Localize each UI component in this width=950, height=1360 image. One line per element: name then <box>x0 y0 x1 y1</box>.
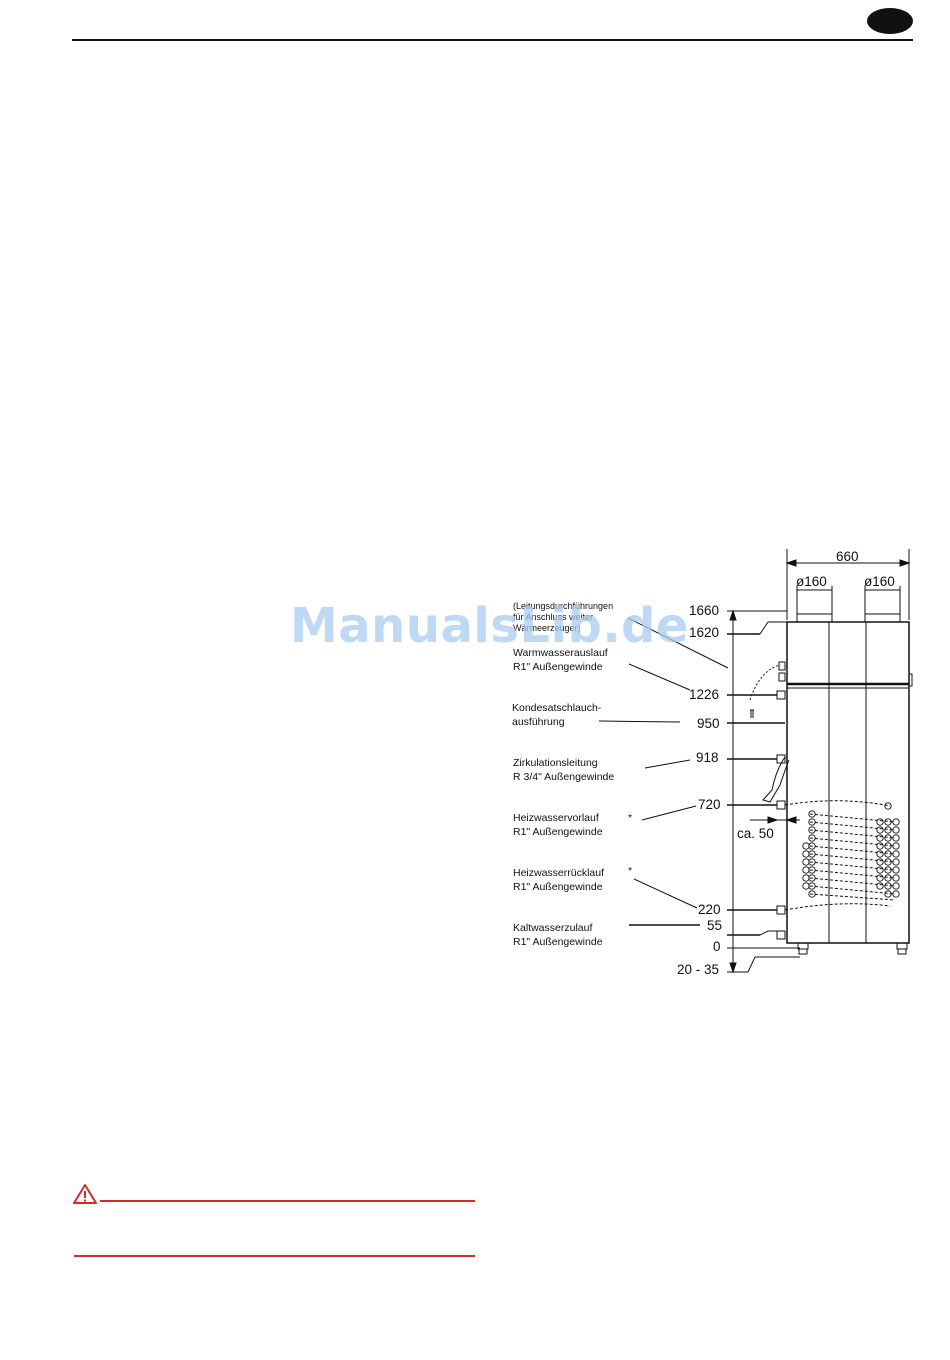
label-heizruecklauf-2: R1" Außengewinde <box>513 881 603 893</box>
label-kaltwasser-2: R1" Außengewinde <box>513 936 603 948</box>
dim-ca50: ca. 50 <box>737 826 774 841</box>
label-kondesat-2: ausführung <box>512 716 565 728</box>
page-tab-marker <box>867 8 913 34</box>
label-leitung-1: (Leitungsdurchführungen <box>513 601 613 611</box>
watermark: ManualsLib.de <box>290 598 689 654</box>
label-heizvorlauf-asterisk: * <box>628 812 632 824</box>
label-heizvorlauf-1: Heizwasservorlauf <box>513 812 599 824</box>
label-zirkulation-1: Zirkulationsleitung <box>513 757 598 769</box>
dim-720: 720 <box>698 797 721 812</box>
dim-0: 0 <box>713 939 721 954</box>
label-kaltwasser-1: Kaltwasserzulauf <box>513 922 592 934</box>
label-warmwasser-2: R1" Außengewinde <box>513 661 603 673</box>
left-vent-outline <box>796 613 833 623</box>
dim-feet: 20 - 35 <box>677 962 719 977</box>
dim-diameter-left: ø160 <box>796 574 827 589</box>
warning-rule-top <box>100 1200 475 1202</box>
dim-1620: 1620 <box>689 625 719 640</box>
warning-triangle-icon <box>73 1184 97 1204</box>
tank-body <box>786 621 910 944</box>
dim-918: 918 <box>696 750 719 765</box>
label-heizvorlauf-2: R1" Außengewinde <box>513 826 603 838</box>
label-kondesat-1: Kondesatschlauch- <box>512 702 602 714</box>
label-zirkulation-2: R 3/4" Außengewinde <box>513 771 614 783</box>
dim-width: 660 <box>836 549 859 564</box>
dim-diameter-right: ø160 <box>864 574 895 589</box>
dim-1226: 1226 <box>689 687 719 702</box>
right-vent-outline <box>864 613 901 623</box>
label-leitung-2: für Anschluss weiter <box>513 612 593 622</box>
dim-950: 950 <box>697 716 720 731</box>
header-rule <box>72 39 913 41</box>
label-leitung-3: Wärmeerzeuger) <box>513 623 581 633</box>
dim-55: 55 <box>707 918 722 933</box>
dim-1660: 1660 <box>689 603 719 618</box>
dim-220: 220 <box>698 902 721 917</box>
label-heizruecklauf-1: Heizwasserrücklauf <box>513 867 604 879</box>
warning-rule-bottom <box>74 1255 475 1257</box>
label-warmwasser-1: Warmwasserauslauf <box>513 647 608 659</box>
label-heizruecklauf-asterisk: * <box>628 865 632 877</box>
